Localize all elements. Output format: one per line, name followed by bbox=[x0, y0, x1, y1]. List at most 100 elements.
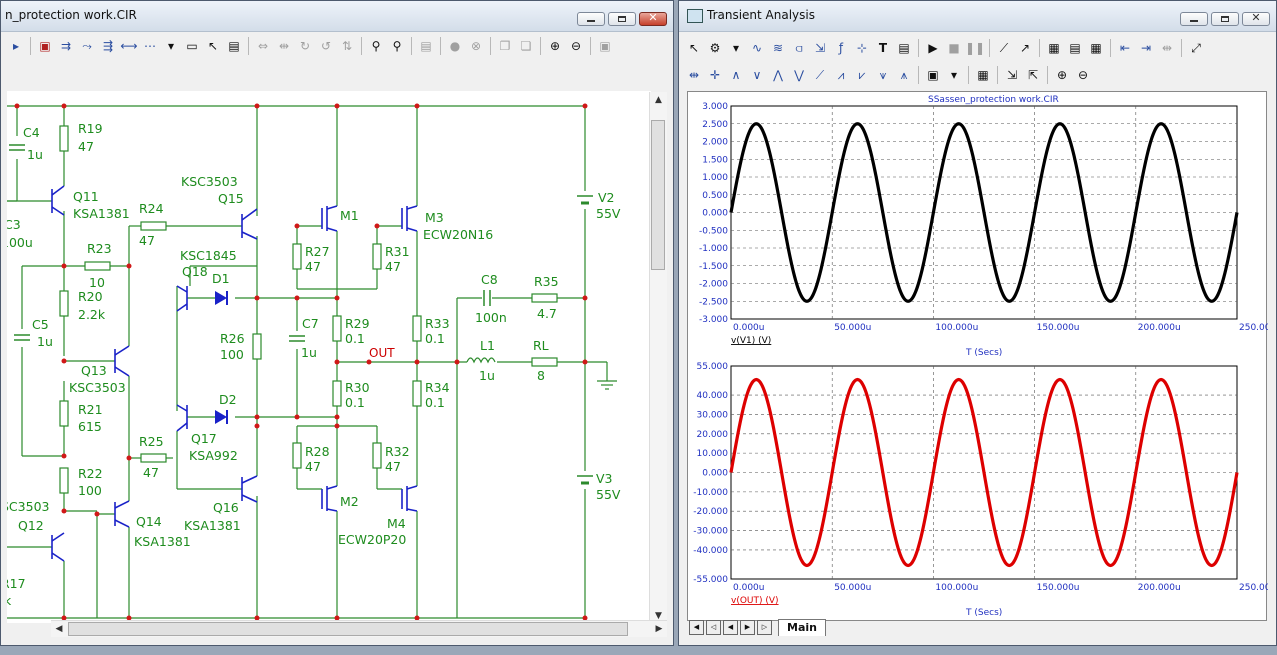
cursor-move-icon[interactable]: ✛ bbox=[709, 68, 721, 82]
label-c3-value: 100u bbox=[7, 235, 33, 250]
scroll-down-icon[interactable]: ▼ bbox=[655, 611, 662, 621]
flip-icon[interactable]: ⇔ bbox=[257, 39, 269, 53]
tag-mode-icon[interactable]: ⇲ bbox=[1006, 68, 1018, 82]
wire-icon[interactable]: ⤳ bbox=[82, 38, 92, 53]
paste-icon[interactable]: ❏ bbox=[520, 39, 532, 53]
stop-icon[interactable]: ● bbox=[449, 39, 461, 53]
x-tick-label: 100.000u bbox=[935, 583, 978, 593]
window-icon[interactable]: ▭ bbox=[186, 39, 198, 53]
table-icon[interactable]: ▦ bbox=[977, 68, 989, 82]
restore-button[interactable] bbox=[608, 12, 636, 26]
minimize-button[interactable] bbox=[577, 12, 605, 26]
curves-icon[interactable]: ≋ bbox=[772, 41, 784, 55]
select-arrow-icon[interactable]: ↖ bbox=[688, 41, 700, 55]
vertical-scroll-thumb[interactable] bbox=[651, 120, 665, 270]
schematic-canvas[interactable]: C4 1u R19 47 Q11 KSA1381 C3 100u R24 47 … bbox=[1, 91, 651, 623]
peak-icon[interactable]: ∧ bbox=[731, 68, 741, 82]
grid-icon[interactable]: ▦ bbox=[1090, 41, 1102, 55]
zoom-in-icon[interactable]: ⊕ bbox=[549, 39, 561, 53]
find-next-icon[interactable]: ⚲ bbox=[392, 39, 402, 53]
schematic-vertical-scrollbar[interactable]: ▲ ▼ bbox=[649, 92, 667, 624]
line-icon[interactable]: ⟷ bbox=[120, 39, 138, 53]
grid-dropdown-icon[interactable]: ▾ bbox=[167, 39, 175, 53]
export-icon[interactable]: ⤢ bbox=[1191, 40, 1201, 55]
tag-mode-2-icon[interactable]: ⇱ bbox=[1027, 68, 1039, 82]
slope-icon[interactable]: ⟋ bbox=[815, 67, 825, 82]
component-icon[interactable]: ▣ bbox=[39, 39, 51, 53]
zoom-in-icon[interactable]: ⊕ bbox=[1056, 68, 1068, 82]
label-m1: M1 bbox=[340, 208, 359, 223]
schematic-titlebar[interactable]: n_protection work.CIR bbox=[1, 1, 673, 32]
cursor-left-icon[interactable]: ⇤ bbox=[1119, 41, 1131, 55]
cursor-horizontal-icon[interactable]: ⇹ bbox=[688, 68, 700, 82]
mirror-v-icon[interactable]: ⇅ bbox=[341, 39, 353, 53]
select-icon[interactable]: ↖ bbox=[207, 39, 219, 53]
info-icon[interactable]: ▤ bbox=[420, 39, 432, 53]
node-number-icon[interactable]: ⇶ bbox=[102, 39, 114, 53]
label-r28: R28 bbox=[305, 444, 330, 459]
find-icon[interactable]: ⚲ bbox=[371, 39, 381, 53]
tag-icon[interactable]: ▣ bbox=[927, 68, 939, 82]
label-icon[interactable]: ⇲ bbox=[814, 41, 826, 55]
properties-icon[interactable]: ▤ bbox=[228, 39, 240, 53]
formula-icon[interactable]: ƒ bbox=[838, 41, 844, 55]
text-icon[interactable]: T bbox=[878, 41, 888, 55]
zoom-out-icon[interactable]: ⊖ bbox=[1077, 68, 1089, 82]
close-button[interactable] bbox=[639, 11, 667, 26]
global-icon[interactable]: ⩚ bbox=[900, 67, 908, 82]
stop-icon[interactable]: ■ bbox=[948, 41, 960, 55]
first-page-icon[interactable]: ◀ bbox=[689, 619, 704, 635]
copy-icon[interactable]: ❐ bbox=[499, 39, 511, 53]
minimize-button[interactable] bbox=[1180, 12, 1208, 26]
net-label-out: OUT bbox=[369, 346, 395, 360]
mirror-icon[interactable]: ⇹ bbox=[278, 39, 290, 53]
low-icon[interactable]: ⩗ bbox=[858, 67, 866, 82]
camera-icon[interactable]: ▣ bbox=[599, 39, 611, 53]
high-icon[interactable]: ⩘ bbox=[837, 67, 845, 82]
cancel-icon[interactable]: ⊗ bbox=[470, 39, 482, 53]
restore-button[interactable] bbox=[1211, 12, 1239, 26]
run-icon[interactable]: ▶ bbox=[928, 41, 938, 55]
scale-icon[interactable]: ⫏ bbox=[795, 40, 803, 55]
horizontal-scroll-thumb[interactable] bbox=[68, 622, 628, 636]
label-r24: R24 bbox=[139, 201, 164, 216]
dropdown-icon[interactable]: ▾ bbox=[732, 41, 740, 55]
grid-icon[interactable]: ⋯ bbox=[144, 39, 156, 53]
line-draw-icon[interactable]: ⟋ bbox=[999, 40, 1009, 55]
properties-icon[interactable]: ⚙ bbox=[709, 41, 721, 55]
inflection-icon[interactable]: ⩛ bbox=[879, 67, 887, 82]
prev-page-icon[interactable]: ◁ bbox=[706, 619, 721, 635]
zoom-out-icon[interactable]: ⊖ bbox=[570, 39, 582, 53]
rotate-icon[interactable]: ↻ bbox=[299, 39, 311, 53]
x-tick-label: 0.000u bbox=[733, 323, 764, 333]
back-page-icon[interactable]: ◀ bbox=[723, 619, 738, 635]
grid-lines-icon[interactable]: ▤ bbox=[1069, 41, 1081, 55]
grid-dense-icon[interactable]: ▦ bbox=[1048, 41, 1060, 55]
scroll-left-icon[interactable]: ◀ bbox=[55, 624, 63, 634]
curve-icon[interactable]: ∿ bbox=[751, 41, 763, 55]
rotate-left-icon[interactable]: ↺ bbox=[320, 39, 332, 53]
tab-main[interactable]: Main bbox=[778, 618, 826, 636]
schematic-horizontal-scrollbar[interactable]: ◀ ▶ bbox=[51, 620, 667, 637]
arrow-draw-icon[interactable]: ↗ bbox=[1019, 41, 1031, 55]
options-icon[interactable]: ▤ bbox=[898, 41, 910, 55]
last-page-icon[interactable]: ▷ bbox=[757, 619, 772, 635]
toolbar-arrow-icon[interactable]: ▸ bbox=[12, 39, 20, 53]
pin-icon[interactable]: ⇉ bbox=[60, 39, 72, 53]
x-tick-label: 100.000u bbox=[935, 323, 978, 333]
tag-dropdown-icon[interactable]: ▾ bbox=[950, 68, 958, 82]
point-icon[interactable]: ⊹ bbox=[856, 41, 868, 55]
valley-icon[interactable]: ∨ bbox=[752, 68, 762, 82]
y-tick-label: -3.000 bbox=[699, 315, 728, 325]
cursor-right-icon[interactable]: ⇥ bbox=[1140, 41, 1152, 55]
next-valley-icon[interactable]: ⋁ bbox=[794, 68, 804, 82]
next-page-icon[interactable]: ▶ bbox=[740, 619, 755, 635]
next-peak-icon[interactable]: ⋀ bbox=[773, 68, 783, 82]
cursor-both-icon[interactable]: ⇹ bbox=[1161, 41, 1173, 55]
scroll-right-icon[interactable]: ▶ bbox=[655, 624, 663, 634]
scroll-up-icon[interactable]: ▲ bbox=[655, 95, 662, 105]
transient-titlebar[interactable]: Transient Analysis bbox=[679, 1, 1276, 32]
pause-icon[interactable]: ❚❚ bbox=[964, 41, 986, 55]
close-button[interactable] bbox=[1242, 11, 1270, 26]
